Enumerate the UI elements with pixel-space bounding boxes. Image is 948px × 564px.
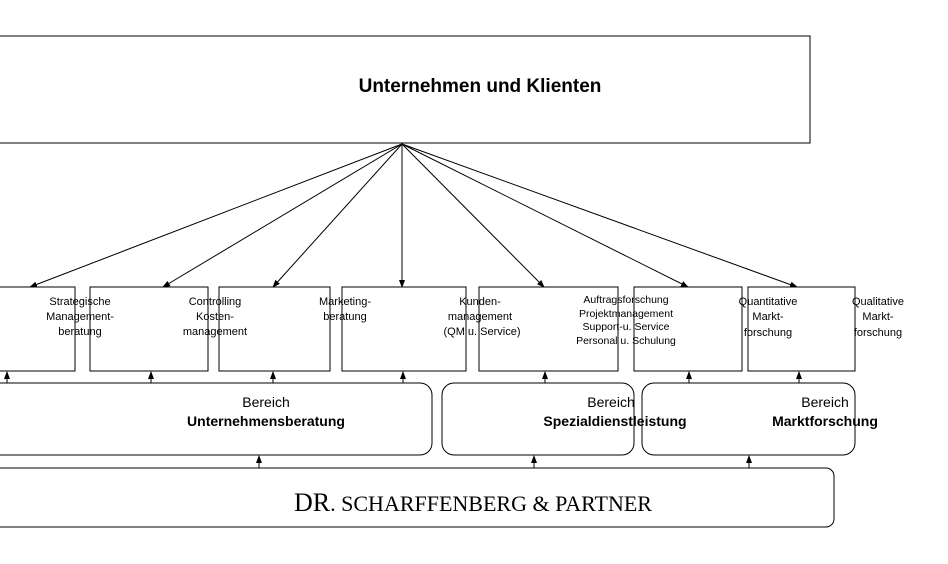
service-5-line-4: Personal u. Schulung [576,335,676,347]
service-7-box [747,286,856,372]
division-1-prefix: Bereich [242,394,289,410]
clients-title: Unternehmen und Klienten [359,76,602,97]
division-arrows [4,371,802,383]
service-1-line-3: beratung [58,326,101,338]
company-arrows [256,455,752,468]
service-5-line-3: Support-u. Service [583,321,670,333]
service-7-line-3: forschung [854,327,902,339]
client-arrows [29,143,798,288]
division-unternehmensberatung-box [0,382,433,456]
service-4-line-2: management [448,311,512,323]
arrow-to-service-7 [401,143,798,288]
service-6-line-2: Markt- [752,311,784,323]
company-name-rest: . SCHARFFENBERG & PARTNER [330,491,652,516]
service-7-text: Qualitative Markt- forschung [852,296,904,339]
service-4-line-1: Kunden- [459,296,501,308]
service-3-text: Marketing- beratung [319,296,371,323]
arrow-to-service-5 [401,143,545,288]
service-4-line-3: (QM u. Service) [443,326,520,338]
service-7-line-1: Qualitative [852,296,904,308]
arrow-to-service-3 [272,143,403,288]
division-3-name: Marktforschung [772,413,878,429]
service-2-box [89,286,209,372]
service-2-text: Controlling Kosten- management [183,296,247,338]
service-2-line-1: Controlling [189,296,242,308]
service-4-text: Kunden- management (QM u. Service) [443,296,520,338]
company-name: DR. SCHARFFENBERG & PARTNER [294,488,652,517]
service-5-line-2: Projektmanagement [579,308,673,320]
service-6-text: Quantitative Markt- forschung [739,296,798,339]
service-1-box [0,286,76,372]
service-5-text: Auftragsforschung Projektmanagement Supp… [576,294,676,347]
service-7-line-2: Markt- [862,311,894,323]
service-1-text: Strategische Management- beratung [46,296,114,338]
arrow-to-service-2 [162,143,403,288]
service-2-line-3: management [183,326,247,338]
service-boxes [0,286,856,372]
division-2-prefix: Bereich [587,394,634,410]
service-2-line-2: Kosten- [196,311,234,323]
company-name-dr: DR [294,488,331,517]
service-3-line-1: Marketing- [319,296,371,308]
arrow-to-service-6 [401,143,689,288]
service-5-box [478,286,619,372]
service-1-line-1: Strategische [49,296,110,308]
division-2-name: Spezialdienstleistung [543,413,686,429]
service-3-line-2: beratung [323,311,366,323]
service-1-line-2: Management- [46,311,114,323]
service-6-line-1: Quantitative [739,296,798,308]
division-spezialdienstleistung-box [441,382,635,456]
division-3-prefix: Bereich [801,394,848,410]
service-6-line-3: forschung [744,327,792,339]
division-1-name: Unternehmensberatung [187,413,345,429]
arrow-to-service-1 [29,143,403,288]
clients-box [0,35,811,144]
company-box [0,467,835,528]
service-5-line-1: Auftragsforschung [583,294,668,306]
